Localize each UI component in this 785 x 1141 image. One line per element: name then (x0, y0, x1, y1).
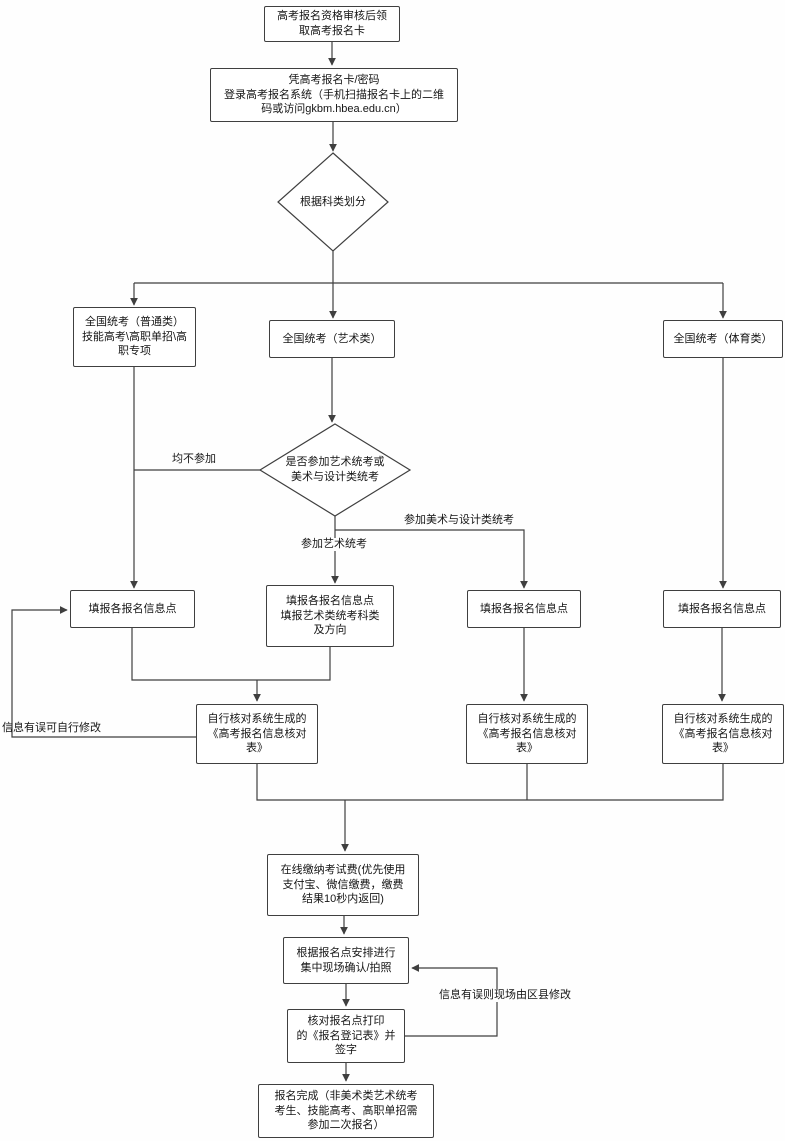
edge-merge-left-art (131, 628, 331, 681)
decision-diamond-category (277, 152, 389, 252)
edge-label-onsite-fix: 信息有误则现场由区县修改 (437, 989, 573, 1003)
node-pe-track: 全国统考（体育类） (663, 320, 783, 358)
node-fill-info-art: 填报各报名信息点 填报艺术类统考科类 及方向 (266, 585, 394, 647)
edge-label-self-fix: 信息有误可自行修改 (2, 722, 101, 734)
node-category-decision: 根据科类划分 (300, 195, 366, 208)
node-pay-fee: 在线缴纳考试费(优先使用 支付宝、微信缴费，缴费 结果10秒内返回) (267, 854, 419, 916)
node-receive-card: 高考报名资格审核后领 取高考报名卡 (264, 6, 400, 42)
edge-label-neither: 均不参加 (172, 453, 216, 465)
edge-category-split (134, 251, 723, 284)
node-general-track: 全国统考（普通类） 技能高考\高职单招\高 职专项 (73, 307, 196, 367)
node-registration-done: 报名完成（非美术类艺术统考 考生、技能高考、高职单招需 参加二次报名） (258, 1084, 434, 1138)
node-onsite-confirm: 根据报名点安排进行 集中现场确认/拍照 (283, 937, 409, 984)
node-check-table-left: 自行核对系统生成的 《高考报名信息核对 表》 (196, 704, 318, 764)
node-fill-info-left: 填报各报名信息点 (70, 590, 195, 628)
node-fill-info-design: 填报各报名信息点 (467, 590, 581, 628)
edge-label-join-design: 参加美术与设计类统考 (404, 514, 514, 526)
edge-label-join-art: 参加艺术统考 (299, 538, 369, 552)
node-check-table-pe: 自行核对系统生成的 《高考报名信息核对 表》 (662, 704, 784, 764)
node-sign-form: 核对报名点打印 的《报名登记表》并 签字 (287, 1009, 405, 1063)
node-art-track: 全国统考（艺术类） (269, 320, 395, 358)
node-fill-info-pe: 填报各报名信息点 (663, 590, 781, 628)
node-check-table-design: 自行核对系统生成的 《高考报名信息核对 表》 (466, 704, 588, 764)
node-login: 凭高考报名卡/密码 登录高考报名系统（手机扫描报名卡上的二维 码或访问gkbm.… (210, 68, 458, 122)
decision-diamond-art-exam (258, 423, 412, 517)
edge-design-branch (335, 529, 528, 589)
node-art-exam-decision: 是否参加艺术统考或 美术与设计类统考 (285, 456, 385, 483)
edge-self-fix-loop (11, 606, 196, 738)
edge-merge-checks (256, 764, 724, 801)
